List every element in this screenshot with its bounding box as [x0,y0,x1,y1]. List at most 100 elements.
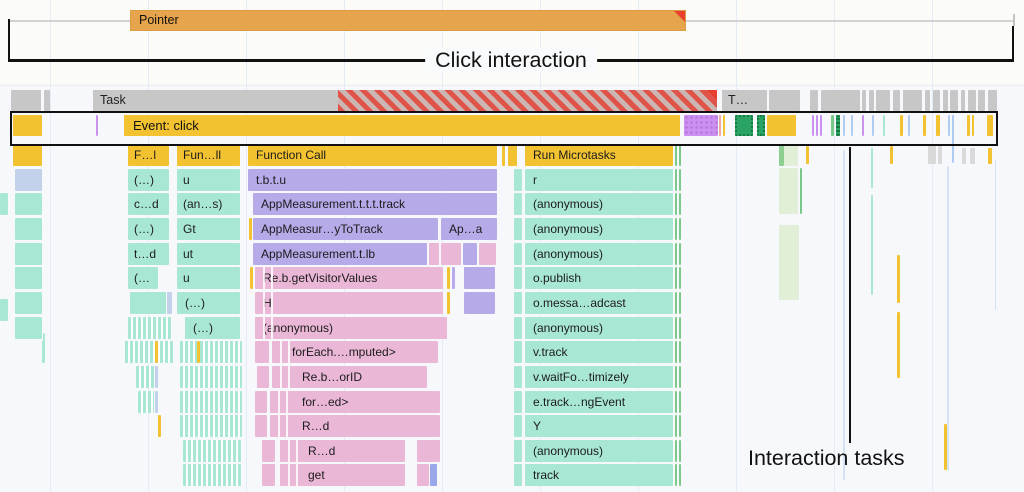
task-fragment-bar[interactable] [11,90,41,111]
flame-fragment[interactable] [180,366,242,388]
flame-fragment[interactable] [447,292,450,314]
microtask-trailing-sliver[interactable] [675,415,677,437]
event-click-bar[interactable]: Event: click [124,115,680,136]
event-row-entry[interactable] [836,115,840,136]
flame-fragment[interactable] [262,464,275,486]
event-row-entry[interactable] [820,115,822,136]
task-fragment-bar[interactable] [978,90,985,111]
flame-fragment[interactable] [180,391,242,413]
microtask-trailing-sliver[interactable] [675,440,677,462]
flame-fragment[interactable] [417,440,440,462]
microtask-trailing-sliver[interactable] [675,341,677,363]
event-row-entry[interactable] [767,115,796,136]
flame-sliver[interactable] [779,225,799,300]
task-fragment-bar[interactable] [769,90,800,111]
task-fragment-bar[interactable] [961,90,965,111]
flame-fragment[interactable] [183,464,242,486]
event-row-entry[interactable] [851,115,853,136]
flame-bar[interactable]: (an…s) [177,193,240,215]
flame-fragment[interactable] [250,267,253,289]
microtask-trailing-sliver[interactable] [679,218,681,240]
flame-bar[interactable]: c…d [128,193,169,215]
flame-bar[interactable]: for…ed> [270,391,440,413]
flame-bar[interactable]: (… [128,267,158,289]
event-row-entry[interactable] [972,115,974,136]
flame-bar[interactable]: o.publish [525,267,673,289]
flame-fragment[interactable] [464,292,495,314]
flame-fragment[interactable] [514,169,522,191]
flame-bar[interactable]: Function Call [248,144,497,166]
flame-sliver[interactable] [944,424,947,470]
event-row-entry[interactable] [757,115,765,136]
event-row-entry[interactable] [862,115,864,136]
flame-fragment[interactable] [13,144,42,166]
task-fragment-bar[interactable] [988,90,997,111]
microtask-trailing-sliver[interactable] [679,366,681,388]
microtask-trailing-sliver[interactable] [679,267,681,289]
flame-bar[interactable]: R…d [280,440,405,462]
event-row-entry[interactable] [967,115,970,136]
microtask-trailing-sliver[interactable] [679,464,681,486]
flame-fragment[interactable] [514,415,522,437]
flame-fragment[interactable] [15,243,42,265]
flame-bar[interactable]: H [255,292,443,314]
flame-fragment[interactable] [452,267,455,289]
flame-bar[interactable]: forEach.…mputed> [272,341,438,363]
task-fragment-bar[interactable] [869,90,874,111]
microtask-trailing-sliver[interactable] [675,391,677,413]
flame-fragment[interactable] [15,267,42,289]
microtask-trailing-sliver[interactable] [679,292,681,314]
flame-fragment[interactable] [514,440,522,462]
flame-fragment[interactable] [15,169,42,191]
flame-fragment[interactable] [180,341,242,363]
flame-fragment[interactable] [514,317,522,339]
flame-fragment[interactable] [249,218,252,240]
flame-bar[interactable]: Ap…a [441,218,497,240]
flame-fragment[interactable] [514,193,522,215]
flame-bar[interactable]: (…) [177,292,240,314]
microtask-trailing-sliver[interactable] [679,317,681,339]
flame-fragment[interactable] [128,317,172,339]
microtask-trailing-sliver[interactable] [675,218,677,240]
flame-fragment[interactable] [514,391,522,413]
flame-fragment[interactable] [514,366,522,388]
flame-fragment[interactable] [138,391,154,413]
flame-fragment[interactable] [15,317,42,339]
microtask-trailing-sliver[interactable] [675,169,677,191]
event-row-entry[interactable] [831,115,834,136]
event-row-entry[interactable] [948,115,950,136]
task-fragment-bar[interactable] [810,90,818,111]
task-fragment-bar[interactable] [933,90,940,111]
task-bar-truncated[interactable]: T… [722,90,767,111]
microtask-trailing-sliver[interactable] [675,193,677,215]
event-row-entry[interactable] [843,115,845,136]
flame-bar[interactable]: R…d [270,415,440,437]
flame-fragment[interactable] [514,464,522,486]
flame-fragment[interactable] [255,341,269,363]
event-row-entry[interactable] [923,115,926,136]
flame-fragment[interactable] [463,243,477,265]
flame-bar[interactable]: v.waitFo…timizely [525,366,673,388]
microtask-trailing-sliver[interactable] [675,267,677,289]
task-fragment-bar[interactable] [943,90,948,111]
flame-fragment[interactable] [938,146,942,164]
event-row-entry[interactable] [987,115,993,136]
flame-fragment[interactable] [155,391,158,413]
flame-sliver[interactable] [43,333,45,358]
event-row-entry[interactable] [684,115,718,136]
flame-fragment[interactable] [430,464,437,486]
flame-fragment[interactable] [784,144,798,166]
flame-sliver[interactable] [871,148,873,188]
flame-fragment[interactable] [464,267,495,289]
event-row-entry[interactable] [900,115,903,136]
flame-bar[interactable]: (anonymous) [525,317,673,339]
flame-fragment[interactable] [441,243,461,265]
flame-fragment[interactable] [962,148,966,164]
event-row-entry[interactable] [723,115,725,136]
flame-sliver[interactable] [800,168,802,214]
flame-sliver[interactable] [843,150,845,480]
microtask-trailing-sliver[interactable] [675,292,677,314]
flame-fragment[interactable] [502,144,505,166]
event-row-entry[interactable] [13,115,42,136]
task-fragment-bar[interactable] [862,90,866,111]
